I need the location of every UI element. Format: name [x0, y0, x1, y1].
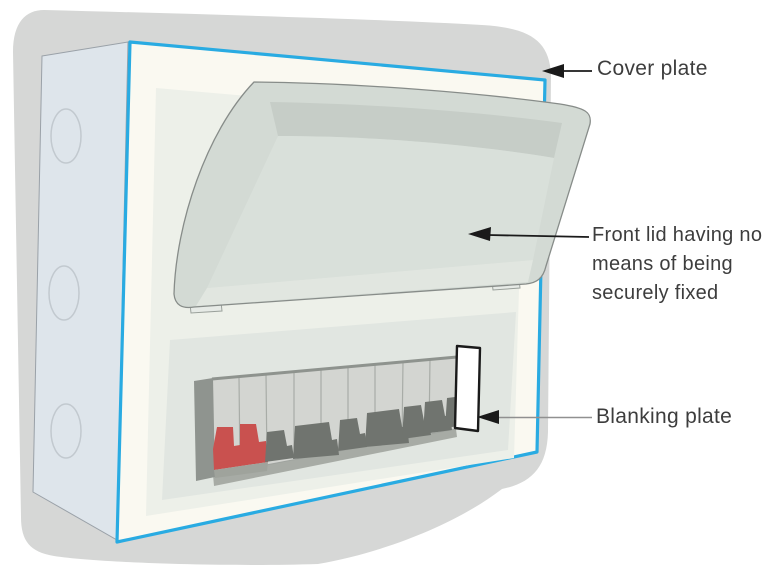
breaker-toggle — [293, 422, 339, 459]
label-front-lid-line-1: Front lid having no — [592, 224, 763, 246]
front-lid-leader-line — [487, 234, 590, 238]
rail-top-edge — [211, 355, 458, 381]
label-front-lid-line-3: securely fixed — [592, 282, 719, 304]
module-dividers — [238, 358, 431, 471]
breaker-toggles — [265, 396, 473, 462]
front-lid-arrowhead-left-icon — [468, 227, 491, 241]
rail-end-cap — [194, 378, 215, 481]
label-front-lid-line-2: means of being — [592, 253, 733, 275]
blanking-plate-arrowhead-left-icon — [477, 410, 499, 424]
knockout-circle — [50, 403, 82, 459]
main-switch-base-shadow — [214, 462, 268, 478]
breaker-toggle — [423, 400, 452, 434]
side-panel — [32, 41, 129, 541]
lid-top-shadow — [270, 102, 562, 158]
label-cover-plate: Cover plate — [597, 57, 708, 80]
knockout-circle — [48, 265, 80, 321]
label-blanking-plate: Blanking plate — [596, 405, 733, 428]
annotation-arrows — [468, 64, 592, 424]
breaker-toggle — [265, 430, 294, 462]
lid-inner-face — [207, 136, 554, 288]
breaker-toggle — [365, 409, 409, 447]
knockout-circle — [50, 108, 82, 164]
cover-plate-arrowhead-left-icon — [542, 64, 564, 78]
main-switch-red-toggle — [213, 424, 268, 470]
label-front-lid: Front lid having no means of being secur… — [592, 221, 762, 308]
blanking-plate — [453, 344, 482, 433]
lid-bottom-edge — [196, 260, 533, 306]
breaker-toggle — [338, 418, 367, 451]
